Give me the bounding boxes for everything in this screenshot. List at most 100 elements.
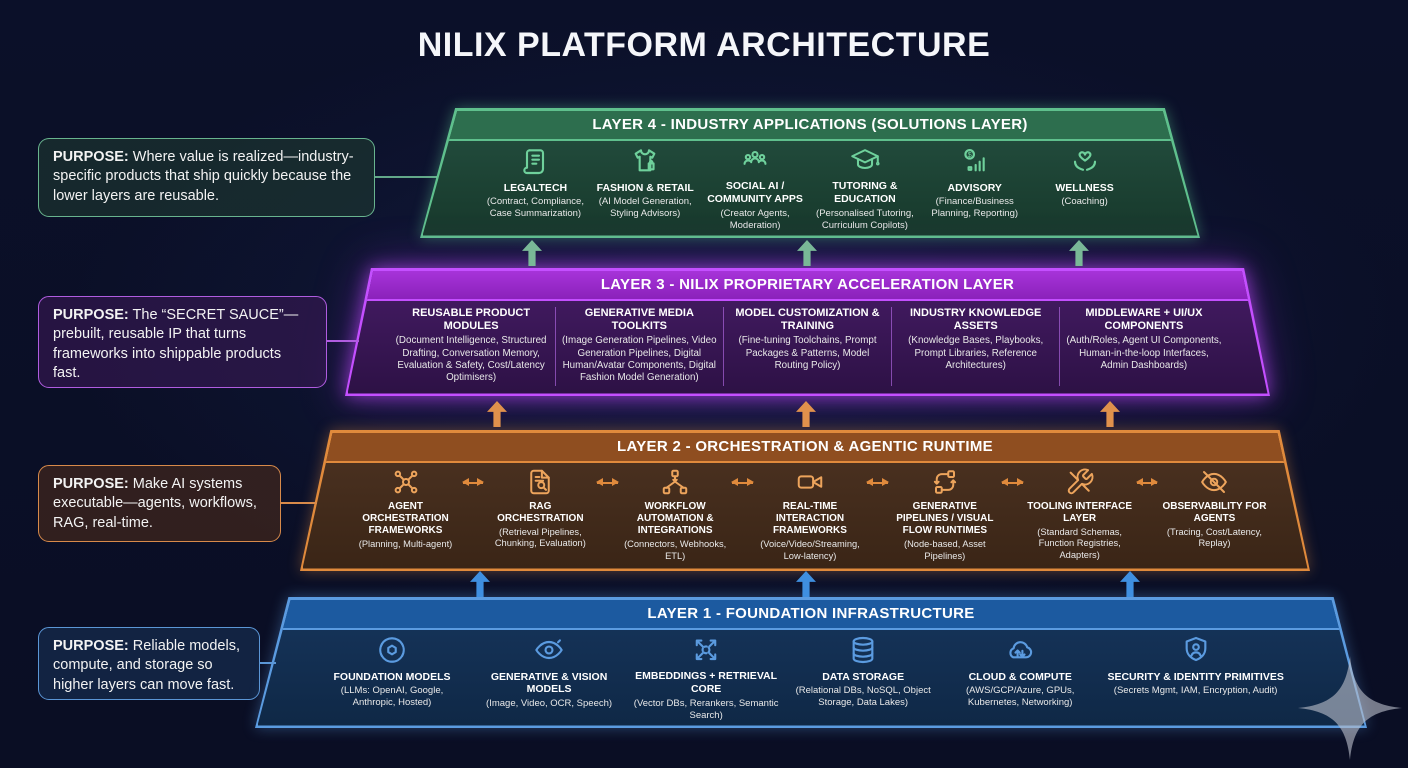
item-subtitle: (Knowledge Bases, Playbooks, Prompt Libr… — [908, 335, 1044, 371]
item-title: RAG ORCHESTRATION — [497, 500, 584, 524]
heart-hands-icon — [1073, 150, 1096, 171]
item-subtitle: (Personalised Tutoring, Curriculum Copil… — [816, 207, 914, 231]
bidirectional-arrow — [1135, 478, 1159, 486]
agent-network-icon — [394, 470, 417, 493]
purpose-text: Reliable models, compute, and storage so… — [53, 638, 240, 693]
item-subtitle: (Retrieval Pipelines, Chunking, Evaluati… — [494, 526, 586, 549]
layer2-item-rag-orchestration: RAG ORCHESTRATION (Retrieval Pipelines, … — [483, 467, 597, 565]
up-arrow-icon — [1069, 240, 1089, 266]
layer1-item-cloud-compute: CLOUD & COMPUTE (AWS/GCP/Azure, GPUs, Ku… — [942, 634, 1099, 722]
item-subtitle: (Tracing, Cost/Latency, Replay) — [1166, 526, 1262, 549]
layer4-item-advisory: $ ADVISORY (Finance/Business Planning, R… — [920, 145, 1030, 232]
item-title: REUSABLE PRODUCT MODULES — [412, 306, 531, 332]
layer2-item-workflow-automation: WORKFLOW AUTOMATION & INTEGRATIONS (Conn… — [618, 467, 732, 565]
bidirectional-arrow — [865, 478, 889, 486]
bidirectional-arrow — [461, 478, 485, 486]
item-title: FOUNDATION MODELS — [333, 670, 451, 683]
layer1-header: LAYER 1 - FOUNDATION INFRASTRUCTURE — [257, 599, 1365, 630]
purpose-label: PURPOSE: — [53, 476, 129, 492]
up-arrow-icon — [796, 571, 816, 597]
purpose-text: Make AI systems executable—agents, workf… — [53, 476, 257, 531]
item-title: WORKFLOW AUTOMATION & INTEGRATIONS — [636, 500, 714, 536]
item-title: GENERATIVE PIPELINES / VISUAL FLOW RUNTI… — [896, 500, 994, 536]
item-subtitle: (Creator Agents, Moderation) — [720, 207, 790, 231]
item-title: OBSERVABILITY FOR AGENTS — [1162, 500, 1267, 524]
shield-identity-icon — [1185, 636, 1207, 661]
item-subtitle: (Vector DBs, Rerankers, Semantic Search) — [633, 697, 779, 721]
finance-chart-icon: $ — [964, 148, 985, 171]
item-subtitle: (Finance/Business Planning, Reporting) — [931, 196, 1019, 220]
workflow-nodes-icon — [662, 469, 688, 494]
layer4-item-fashion-retail: FASHION & RETAIL (AI Model Generation, S… — [590, 145, 700, 232]
item-subtitle: (Fine-tuning Toolchains, Prompt Packages… — [738, 335, 877, 371]
layer2-item-generative-pipelines: GENERATIVE PIPELINES / VISUAL FLOW RUNTI… — [888, 467, 1002, 565]
up-arrow-icon — [487, 401, 507, 427]
item-subtitle: (Secrets Mgmt, IAM, Encryption, Audit) — [1113, 685, 1278, 697]
up-arrow-icon — [797, 240, 817, 266]
item-subtitle: (Contract, Compliance, Case Summarizatio… — [486, 196, 584, 220]
item-title: ADVISORY — [947, 181, 1002, 194]
layer1-foundation-infrastructure: LAYER 1 - FOUNDATION INFRASTRUCTURE FOUN… — [255, 597, 1367, 728]
layer4-item-tutoring: TUTORING & EDUCATION (Personalised Tutor… — [810, 145, 920, 232]
item-subtitle: (Auth/Roles, Agent UI Components, Human-… — [1066, 335, 1222, 371]
layer3-acceleration-layer: LAYER 3 - NILIX PROPRIETARY ACCELERATION… — [345, 268, 1270, 396]
document-search-icon — [530, 469, 551, 494]
item-subtitle: (Document Intelligence, Structured Draft… — [395, 335, 547, 384]
item-title: MODEL CUSTOMIZATION & TRAINING — [735, 306, 880, 332]
purpose-box-layer4: PURPOSE: Where value is realized—industr… — [38, 138, 375, 217]
purpose-text: The “SECRET SAUCE”—prebuilt, reusable IP… — [53, 307, 299, 381]
layer3-item-knowledge-assets: INDUSTRY KNOWLEDGE ASSETS (Knowledge Bas… — [891, 306, 1059, 386]
item-title: SECURITY & IDENTITY PRIMITIVES — [1107, 670, 1284, 683]
item-title: DATA STORAGE — [822, 670, 905, 683]
layer3-header: LAYER 3 - NILIX PROPRIETARY ACCELERATION… — [347, 270, 1268, 301]
item-subtitle: (Standard Schemas, Function Registries, … — [1037, 526, 1123, 561]
layer4-border: LAYER 4 - INDUSTRY APPLICATIONS (SOLUTIO… — [420, 108, 1200, 238]
foundation-model-knot-icon — [379, 636, 405, 663]
contract-scroll-icon — [523, 148, 545, 174]
layer1-item-data-storage: DATA STORAGE (Relational DBs, NoSQL, Obj… — [785, 634, 942, 722]
layer2-item-realtime-interaction: REAL-TIME INTERACTION FRAMEWORKS (Voice/… — [753, 467, 867, 565]
bidirectional-arrow — [731, 478, 754, 486]
eye-off-icon — [1201, 470, 1228, 493]
vision-eye-icon — [535, 638, 563, 659]
item-title: MIDDLEWARE + UI/UX COMPONENTS — [1085, 306, 1203, 332]
video-camera-icon — [797, 474, 823, 489]
purpose-box-layer1: PURPOSE: Reliable models, compute, and s… — [38, 627, 260, 700]
layer2-item-agent-orchestration: AGENT ORCHESTRATION FRAMEWORKS (Planning… — [349, 467, 463, 565]
item-title: LEGALTECH — [503, 181, 568, 194]
svg-text:$: $ — [967, 150, 972, 159]
item-subtitle: (Node-based, Asset Pipelines) — [903, 539, 986, 561]
purpose-label: PURPOSE: — [53, 149, 129, 165]
purpose-label: PURPOSE: — [53, 307, 129, 323]
layer1-border: LAYER 1 - FOUNDATION INFRASTRUCTURE FOUN… — [255, 597, 1367, 728]
connector-line-layer1 — [260, 662, 276, 664]
layer2-border: LAYER 2 - ORCHESTRATION & AGENTIC RUNTIM… — [300, 430, 1310, 571]
graduation-cap-icon — [851, 148, 880, 169]
layer1-item-security-identity: SECURITY & IDENTITY PRIMITIVES (Secrets … — [1099, 634, 1293, 722]
layer3-border: LAYER 3 - NILIX PROPRIETARY ACCELERATION… — [345, 268, 1270, 396]
purpose-text: Where value is realized—industry-specifi… — [53, 149, 354, 204]
item-title: SOCIAL AI / COMMUNITY APPS — [707, 180, 803, 205]
item-title: GENERATIVE & VISION MODELS — [490, 670, 608, 696]
purpose-label: PURPOSE: — [53, 638, 129, 654]
page-title: NILIX PLATFORM ARCHITECTURE — [417, 26, 991, 64]
community-users-icon — [743, 150, 767, 165]
tools-icon — [1067, 468, 1094, 494]
item-title: TUTORING & EDUCATION — [832, 180, 898, 205]
pipeline-cycle-icon — [933, 469, 956, 494]
up-arrow-icon — [522, 240, 542, 266]
item-subtitle: (Image, Video, OCR, Speech) — [486, 698, 613, 710]
sparkle-watermark-icon — [1298, 656, 1402, 760]
item-title: EMBEDDINGS + RETRIEVAL CORE — [635, 670, 778, 695]
layer2-item-observability: OBSERVABILITY FOR AGENTS (Tracing, Cost/… — [1157, 467, 1271, 565]
item-subtitle: (Voice/Video/Streaming, Low-latency) — [760, 539, 860, 561]
up-arrow-icon — [796, 401, 816, 427]
up-arrow-icon — [470, 571, 490, 597]
item-subtitle: (LLMs: OpenAI, Google, Anthropic, Hosted… — [340, 685, 444, 709]
item-title: FASHION & RETAIL — [596, 181, 694, 194]
item-subtitle: (AI Model Generation, Styling Advisors) — [598, 196, 692, 220]
item-subtitle: (Connectors, Webhooks, ETL) — [624, 539, 727, 561]
item-subtitle: (Coaching) — [1061, 196, 1108, 208]
layer1-item-generative-vision: GENERATIVE & VISION MODELS (Image, Video… — [471, 634, 628, 722]
item-subtitle: (Planning, Multi-agent) — [358, 539, 453, 550]
